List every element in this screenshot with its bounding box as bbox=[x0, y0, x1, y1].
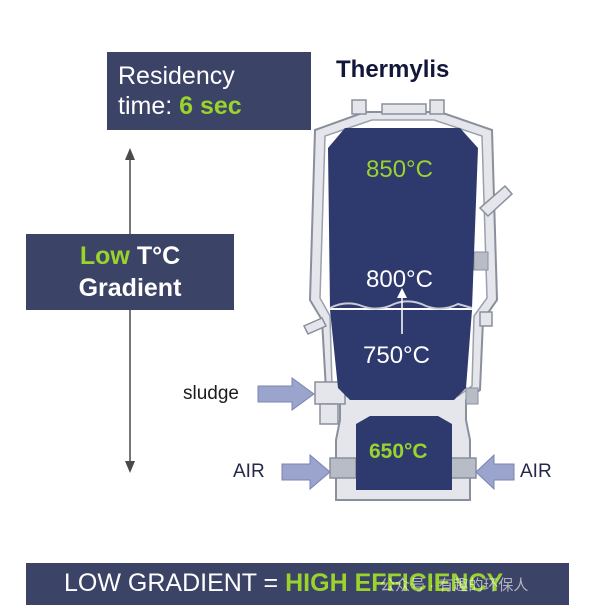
residency-time-box: Residency time: 6 sec bbox=[107, 52, 311, 130]
time-label: time: bbox=[118, 92, 173, 120]
upper-chamber bbox=[328, 128, 478, 308]
air-left-arrow-icon bbox=[281, 453, 331, 491]
upward-flow-arrow-icon bbox=[397, 288, 407, 334]
low-word: Low bbox=[79, 242, 130, 270]
gradient-word: Gradient bbox=[78, 274, 182, 302]
residency-time-line: time: 6 sec bbox=[118, 92, 242, 121]
residency-label: Residency bbox=[118, 62, 235, 90]
bed-interface bbox=[329, 300, 473, 310]
sludge-label: sludge bbox=[183, 383, 239, 404]
air-left-label: AIR bbox=[233, 461, 265, 482]
sludge-arrow-icon bbox=[257, 377, 315, 411]
low-gradient-box: Low T°C Gradient bbox=[26, 234, 234, 310]
footer-right: HIGH EFFICIENCY bbox=[285, 569, 504, 597]
vertical-double-arrow-icon bbox=[125, 148, 135, 473]
temp-650: 650°C bbox=[369, 440, 428, 463]
temp-850: 850°C bbox=[366, 156, 433, 183]
low-tc-line: Low T°C bbox=[26, 242, 234, 271]
footer-left: LOW GRADIENT = bbox=[64, 569, 279, 597]
lower-chamber bbox=[356, 416, 452, 490]
footer-banner: LOW GRADIENT = HIGH EFFICIENCY bbox=[26, 563, 569, 605]
air-right-arrow-icon bbox=[475, 453, 515, 491]
temp-800: 800°C bbox=[366, 266, 433, 293]
tc-word: T°C bbox=[136, 242, 181, 270]
footer-text: LOW GRADIENT = HIGH EFFICIENCY bbox=[64, 569, 503, 598]
watermark-text: 公众号 · 有趣的环保人 bbox=[380, 577, 529, 594]
temp-750: 750°C bbox=[363, 342, 430, 369]
air-right-label: AIR bbox=[520, 461, 552, 482]
diagram-title: Thermylis bbox=[336, 56, 450, 83]
time-value: 6 sec bbox=[179, 92, 242, 120]
middle-chamber bbox=[330, 310, 472, 400]
